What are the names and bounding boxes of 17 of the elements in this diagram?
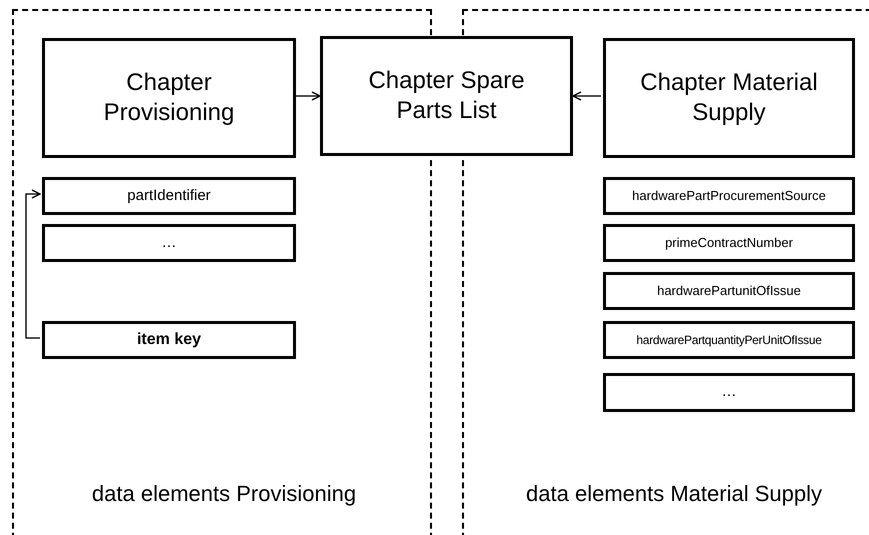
- region-title: data elements Provisioning: [90, 480, 358, 508]
- dashed-region: [462, 9, 869, 535]
- data-element-box: hardwarePartProcurementSource: [603, 177, 855, 215]
- arrow: [572, 91, 601, 101]
- data-element-box: primeContractNumber: [603, 224, 855, 262]
- chapter-box: Chapter Material Supply: [603, 38, 855, 158]
- chapter-box: Chapter Spare Parts List: [320, 36, 573, 156]
- region-title: data elements Material Supply: [525, 480, 823, 508]
- data-element-box: partIdentifier: [42, 177, 296, 215]
- data-element-box: …: [603, 373, 855, 412]
- data-element-box: …: [42, 224, 296, 262]
- data-element-box: item key: [42, 321, 296, 359]
- data-element-box: hardwarePartunitOfIssue: [603, 272, 855, 310]
- arrow: [294, 91, 321, 101]
- chapter-box: Chapter Provisioning: [42, 38, 296, 158]
- data-element-box: hardwarePartquantityPerUnitOfIssue: [603, 321, 855, 359]
- arrow: [25, 189, 41, 339]
